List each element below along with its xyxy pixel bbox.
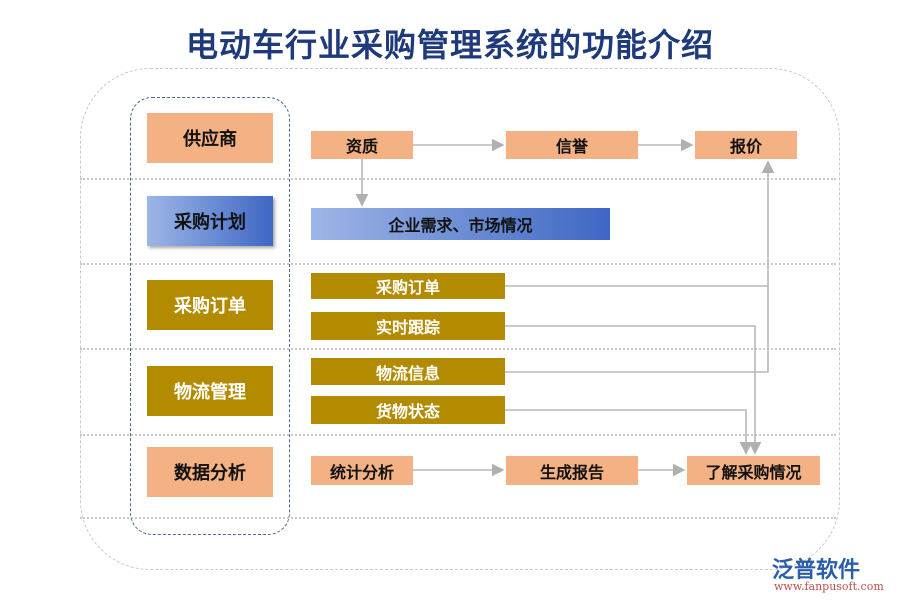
arrow-status-result [505, 409, 753, 455]
node-reputation: 信誉 [506, 131, 638, 159]
category-supplier: 供应商 [147, 113, 273, 163]
node-plan-detail: 企业需求、市场情况 [311, 208, 610, 240]
node-purchase-insight: 了解采购情况 [687, 456, 820, 485]
row-divider [80, 348, 836, 350]
node-logistics-info: 物流信息 [311, 358, 505, 385]
node-cargo-status: 货物状态 [311, 396, 505, 424]
category-data-analysis: 数据分析 [147, 447, 273, 497]
row-divider [80, 434, 836, 436]
category-logistics: 物流管理 [147, 366, 273, 416]
brand-url: www.fanpusoft.com [774, 580, 884, 593]
category-column-frame [130, 97, 290, 535]
brand-logo: 泛普软件 [772, 558, 861, 583]
page-title: 电动车行业采购管理系统的功能介绍 [185, 26, 714, 64]
node-statistics: 统计分析 [311, 456, 413, 485]
node-purchase-order: 采购订单 [311, 273, 505, 299]
arrow-tracking-result [505, 325, 762, 455]
row-divider [80, 263, 836, 265]
line-logistics-quote [505, 286, 769, 373]
node-realtime-tracking: 实时跟踪 [311, 312, 505, 340]
category-purchase-plan: 采购计划 [147, 196, 273, 246]
category-purchase-order: 采购订单 [147, 280, 273, 330]
row-divider [80, 517, 836, 519]
outer-frame [80, 68, 840, 570]
node-report: 生成报告 [506, 456, 638, 485]
row-divider [80, 178, 836, 180]
node-qualification: 资质 [311, 131, 413, 159]
node-quote: 报价 [695, 131, 797, 159]
